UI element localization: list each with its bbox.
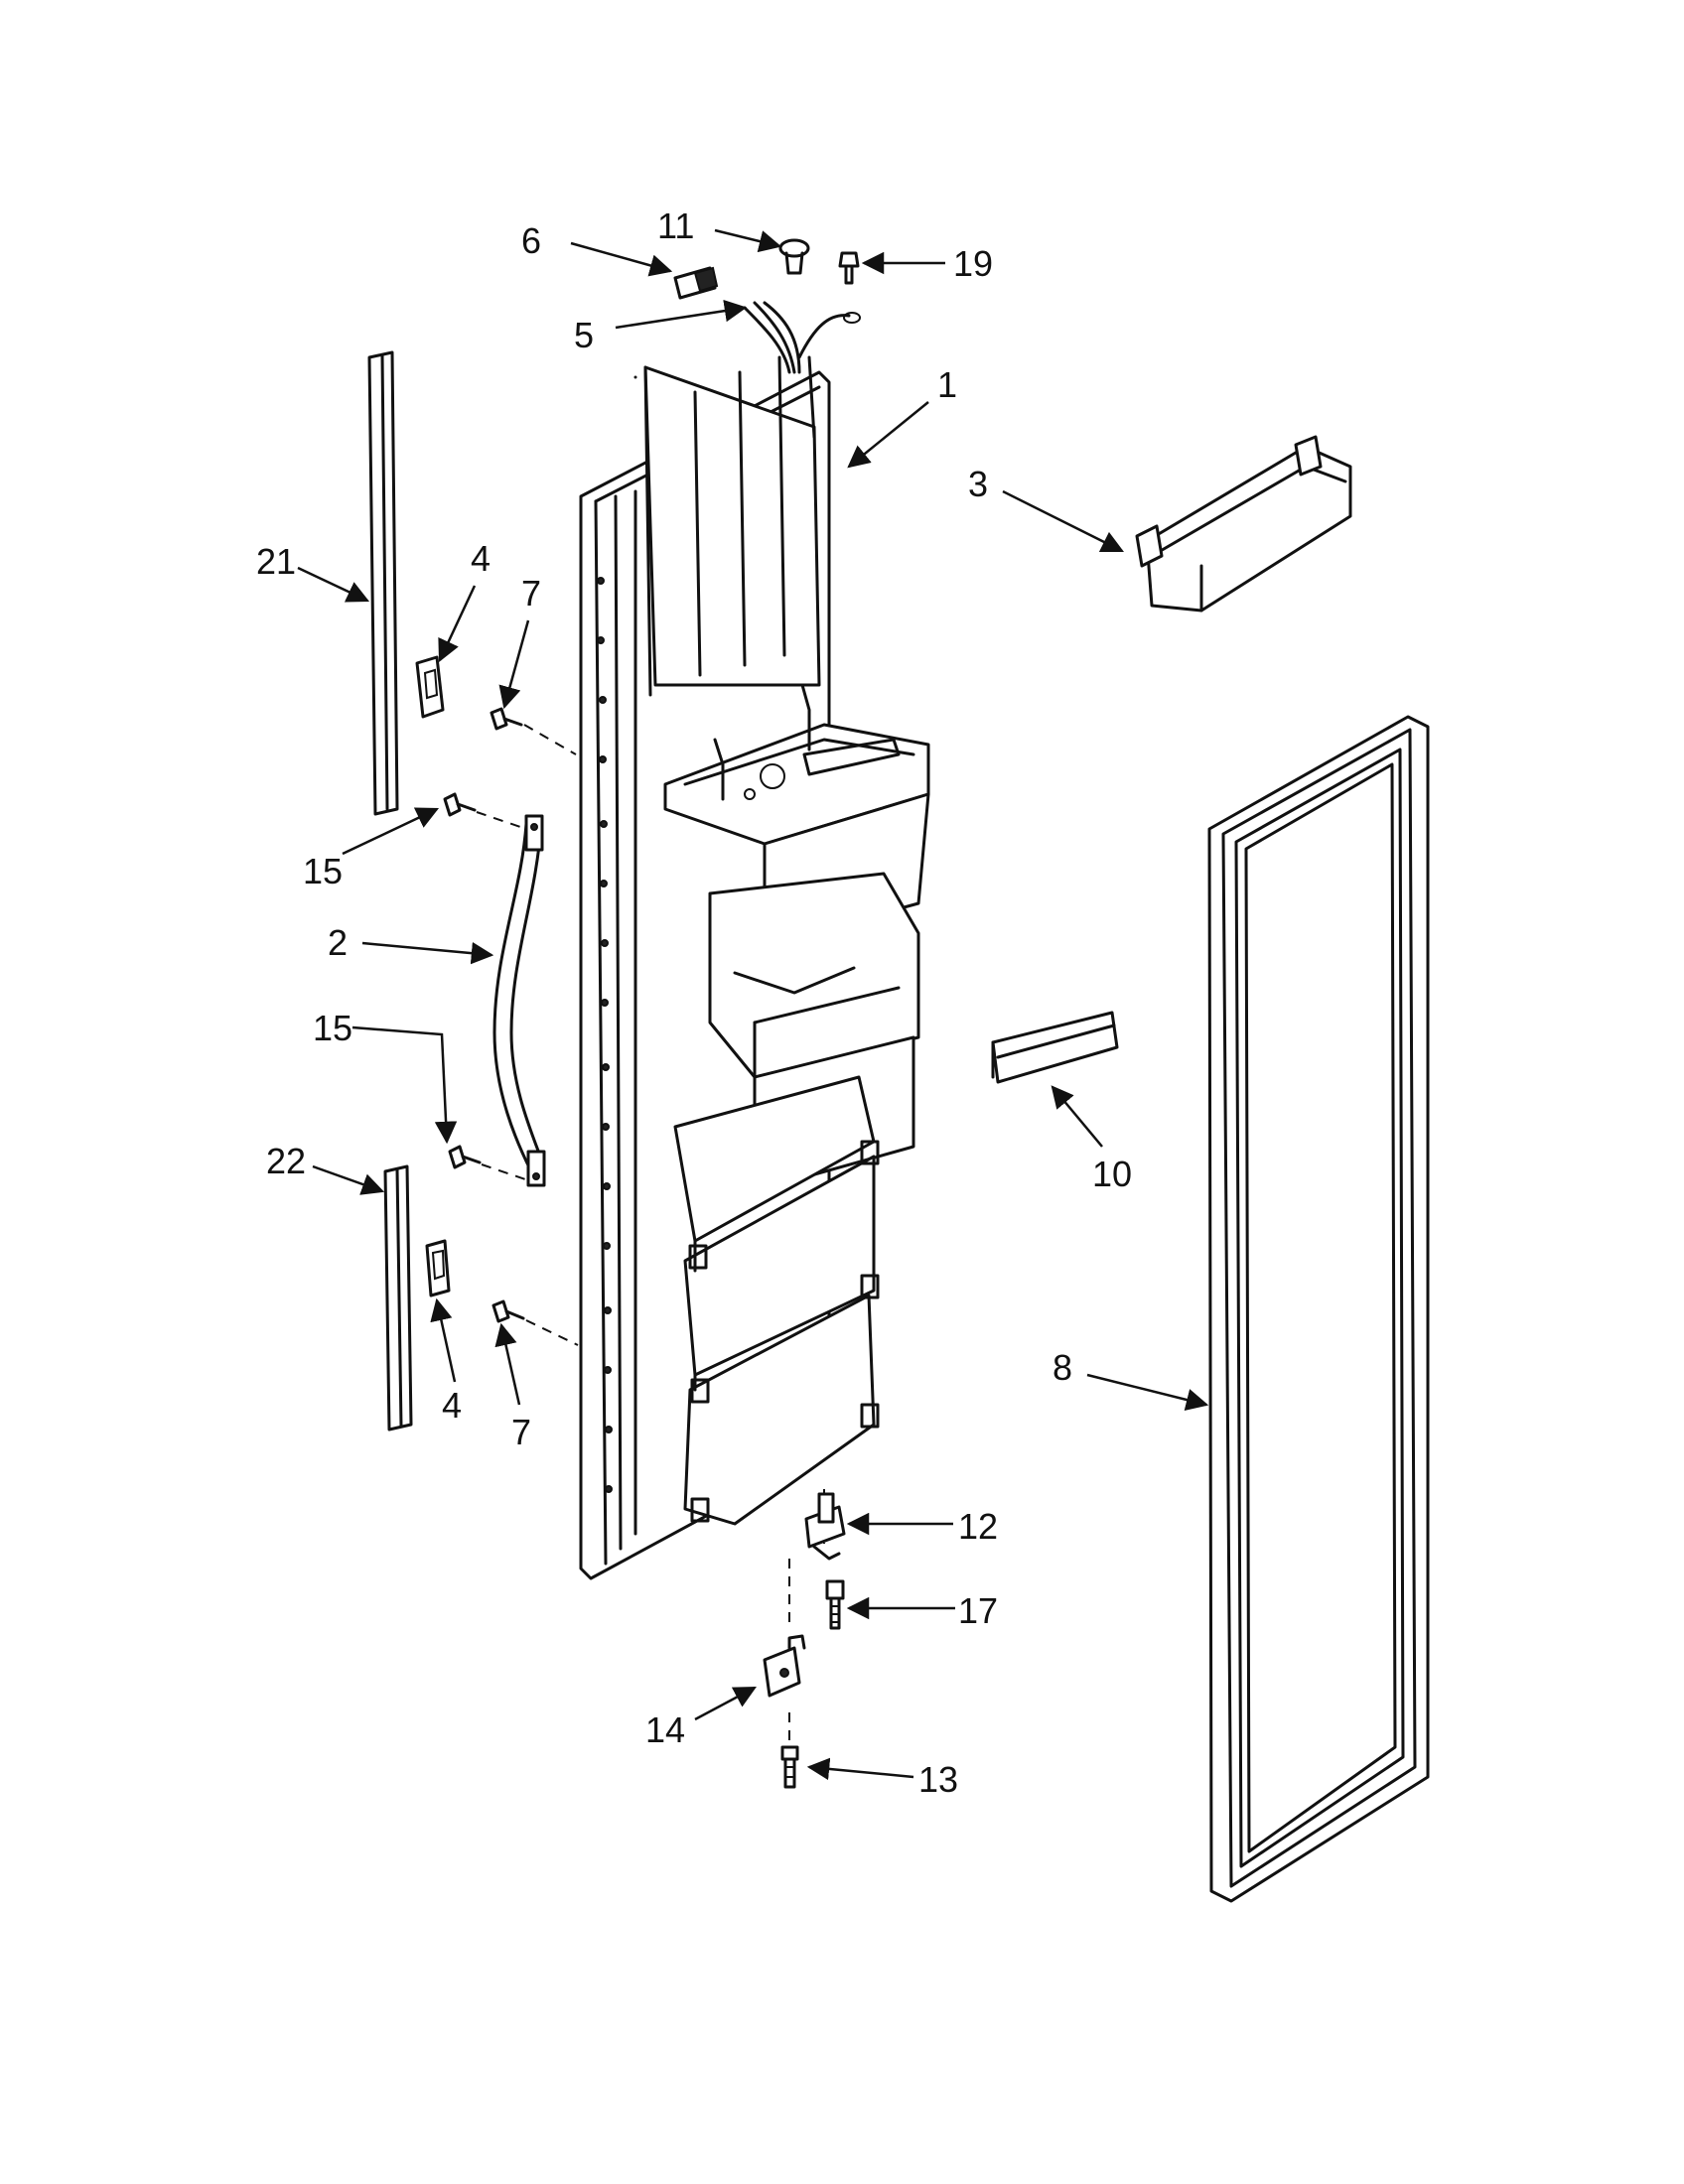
screw-19-part: [838, 251, 860, 285]
screw-13-part: [780, 1712, 799, 1789]
door-panel-part: [579, 355, 930, 1580]
channel-10-part: [991, 1011, 1119, 1084]
callout-14: 14: [645, 1709, 685, 1750]
screw-15-lower-part: [448, 1145, 532, 1182]
callout-17: 17: [958, 1590, 998, 1631]
screw-7-lower-part: [491, 1299, 579, 1346]
callout-2: 2: [328, 922, 348, 963]
connector-part: [673, 266, 719, 300]
callout-15-lower: 15: [313, 1008, 352, 1048]
hinge-bushing-part: [804, 1489, 846, 1561]
screw-7-upper-part: [490, 707, 577, 755]
screw-17-part: [825, 1579, 845, 1630]
callout-4-upper: 4: [471, 538, 491, 579]
door-gasket-part: [1207, 715, 1430, 1903]
callout-7-lower: 7: [511, 1412, 531, 1452]
callout-8: 8: [1052, 1347, 1072, 1388]
callout-3: 3: [968, 464, 988, 504]
shelf-bar-part: [1135, 435, 1352, 613]
callout-5: 5: [574, 315, 594, 355]
lower-hinge-part: [763, 1634, 806, 1698]
callout-6: 6: [521, 220, 541, 261]
clip-4-upper-part: [415, 655, 445, 719]
callout-11: 11: [657, 205, 694, 246]
trim-strip-22-part: [383, 1164, 413, 1432]
clip-4-lower-part: [425, 1239, 451, 1297]
callout-21: 21: [256, 541, 296, 582]
callout-13: 13: [918, 1759, 958, 1800]
callout-7-upper: 7: [521, 573, 541, 614]
callout-19: 19: [953, 243, 993, 284]
callout-15-upper: 15: [303, 851, 343, 891]
screw-15-upper-part: [443, 792, 527, 830]
callout-12: 12: [958, 1506, 998, 1547]
wire-harness-part: [743, 301, 861, 374]
trim-strip-21-part: [367, 350, 399, 816]
callout-4-lower: 4: [442, 1385, 462, 1426]
callout-1: 1: [937, 364, 957, 405]
callout-10: 10: [1092, 1154, 1132, 1194]
callout-22: 22: [266, 1141, 306, 1181]
plug-part: [778, 238, 810, 275]
door-handle-part: [492, 814, 546, 1187]
callout-labels: 1 2 3 4 4 5 6 7 7 8 10 11 12 13 14 15 15…: [256, 205, 1132, 1800]
leader-lines: [297, 228, 1209, 1781]
